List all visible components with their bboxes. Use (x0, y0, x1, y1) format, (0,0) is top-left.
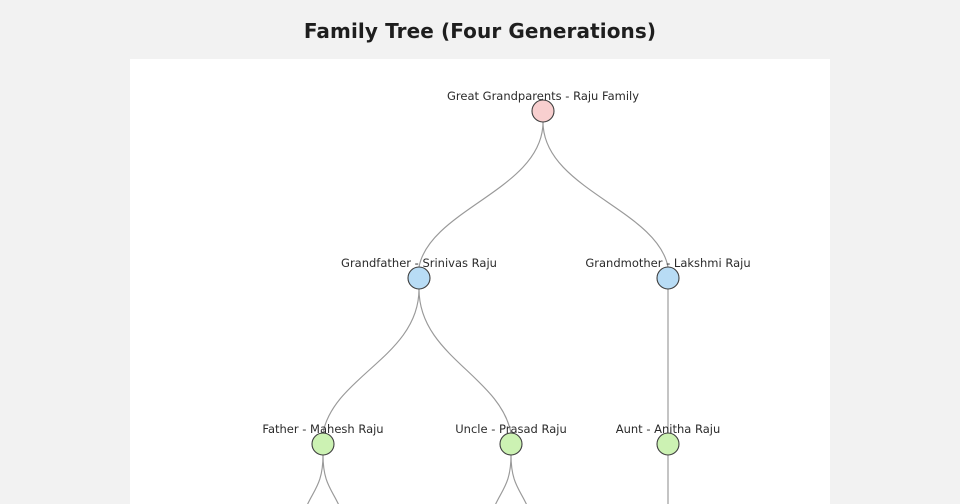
page-title: Family Tree (Four Generations) (303, 19, 657, 43)
node-layer (311, 99, 680, 456)
edge-great-grandparents-to-grandfather (418, 121, 544, 268)
node-label-great-grandparents: Great Grandparents - Raju Family (447, 89, 639, 103)
node-father[interactable] (311, 432, 335, 456)
edge-father-to-child-left (307, 454, 324, 504)
edge-uncle-to-child-right (510, 454, 527, 504)
graph-panel: Great Grandparents - Raju Family Grandfa… (130, 59, 830, 504)
node-label-grandmother: Grandmother - Lakshmi Raju (585, 256, 750, 270)
label-layer: Great Grandparents - Raju Family Grandfa… (262, 89, 750, 436)
family-tree-graph: Great Grandparents - Raju Family Grandfa… (262, 89, 751, 504)
node-uncle[interactable] (499, 432, 523, 456)
edge-layer (307, 121, 669, 504)
node-aunt[interactable] (656, 432, 680, 456)
edge-grandfather-to-father (322, 288, 420, 434)
node-grandfather[interactable] (407, 266, 431, 290)
edge-great-grandparents-to-grandmother (542, 121, 669, 268)
edge-uncle-to-child-left (495, 454, 512, 504)
node-great-grandparents[interactable] (531, 99, 555, 123)
node-grandmother[interactable] (656, 266, 680, 290)
node-label-uncle: Uncle - Prasad Raju (455, 422, 567, 436)
node-label-grandfather: Grandfather - Srinivas Raju (341, 256, 497, 270)
node-label-aunt: Aunt - Anitha Raju (616, 422, 721, 436)
edge-father-to-child-right (322, 454, 339, 504)
edge-grandfather-to-uncle (418, 288, 512, 434)
node-label-father: Father - Mahesh Raju (262, 422, 383, 436)
